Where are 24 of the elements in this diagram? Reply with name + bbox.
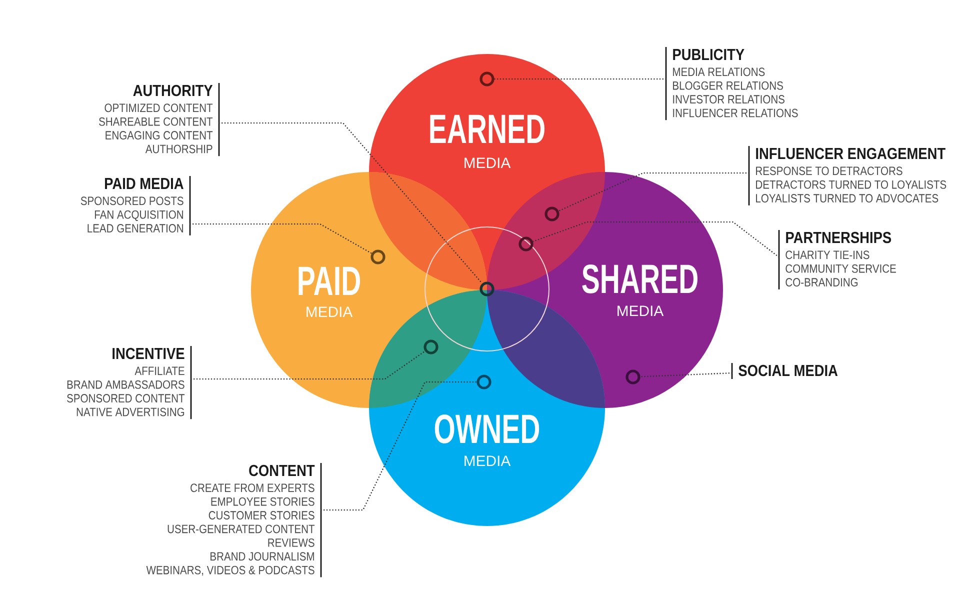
callout-list: PARTNERSHIPS CHARITY TIE-INS COMMUNITY SERVICE CO-BRANDING [778, 230, 896, 290]
leader-line [640, 372, 732, 378]
callout-list: AUTHORITY OPTIMIZED CONTENT SHAREABLE CONTENT ENGAGING CONTENT AUTHORSHIP [99, 83, 220, 156]
callout-list: INFLUENCER ENGAGEMENT RESPONSE TO DETRACTORS DETRACTORS TURNED TO LOYALISTS LOYALISTS TURNED TO ADVOCATES [748, 146, 946, 206]
leader-line [494, 78, 666, 80]
leader-line [218, 122, 483, 284]
ring-marker [476, 374, 492, 390]
callout-list: PUBLICITY MEDIA RELATIONS BLOGGER RELATIONS INVESTOR RELATIONS INFLUENCER RELATIONS [665, 47, 798, 120]
callout-list: PAID MEDIA SPONSORED POSTS FAN ACQUISITION LEAD GENERATION [80, 176, 191, 236]
ring-marker [544, 206, 560, 222]
leader-line [558, 172, 750, 212]
callout-list: INCENTIVE AFFILIATE BRAND AMBASSADORS SPONSORED CONTENT NATIVE ADVERTISING [67, 346, 192, 420]
callout-list: SOCIAL MEDIA [731, 363, 838, 379]
ring-marker [424, 340, 438, 354]
leader-line [190, 223, 372, 254]
ring-marker [518, 236, 534, 252]
leader-line [532, 221, 780, 258]
callout-list: CONTENT CREATE FROM EXPERTS EMPLOYEE STORIES CUSTOMER STORIES USER-GENERATED CONTENT REVIEWS BRAND JOURNALISM WEBINARS, VIDEOS & PODCASTS [146, 463, 322, 578]
ring-marker [480, 282, 494, 296]
leader-line [320, 381, 478, 511]
ring-marker [626, 370, 640, 384]
leader-line [190, 350, 426, 380]
ring-marker [480, 72, 494, 86]
ring-marker [370, 250, 386, 264]
